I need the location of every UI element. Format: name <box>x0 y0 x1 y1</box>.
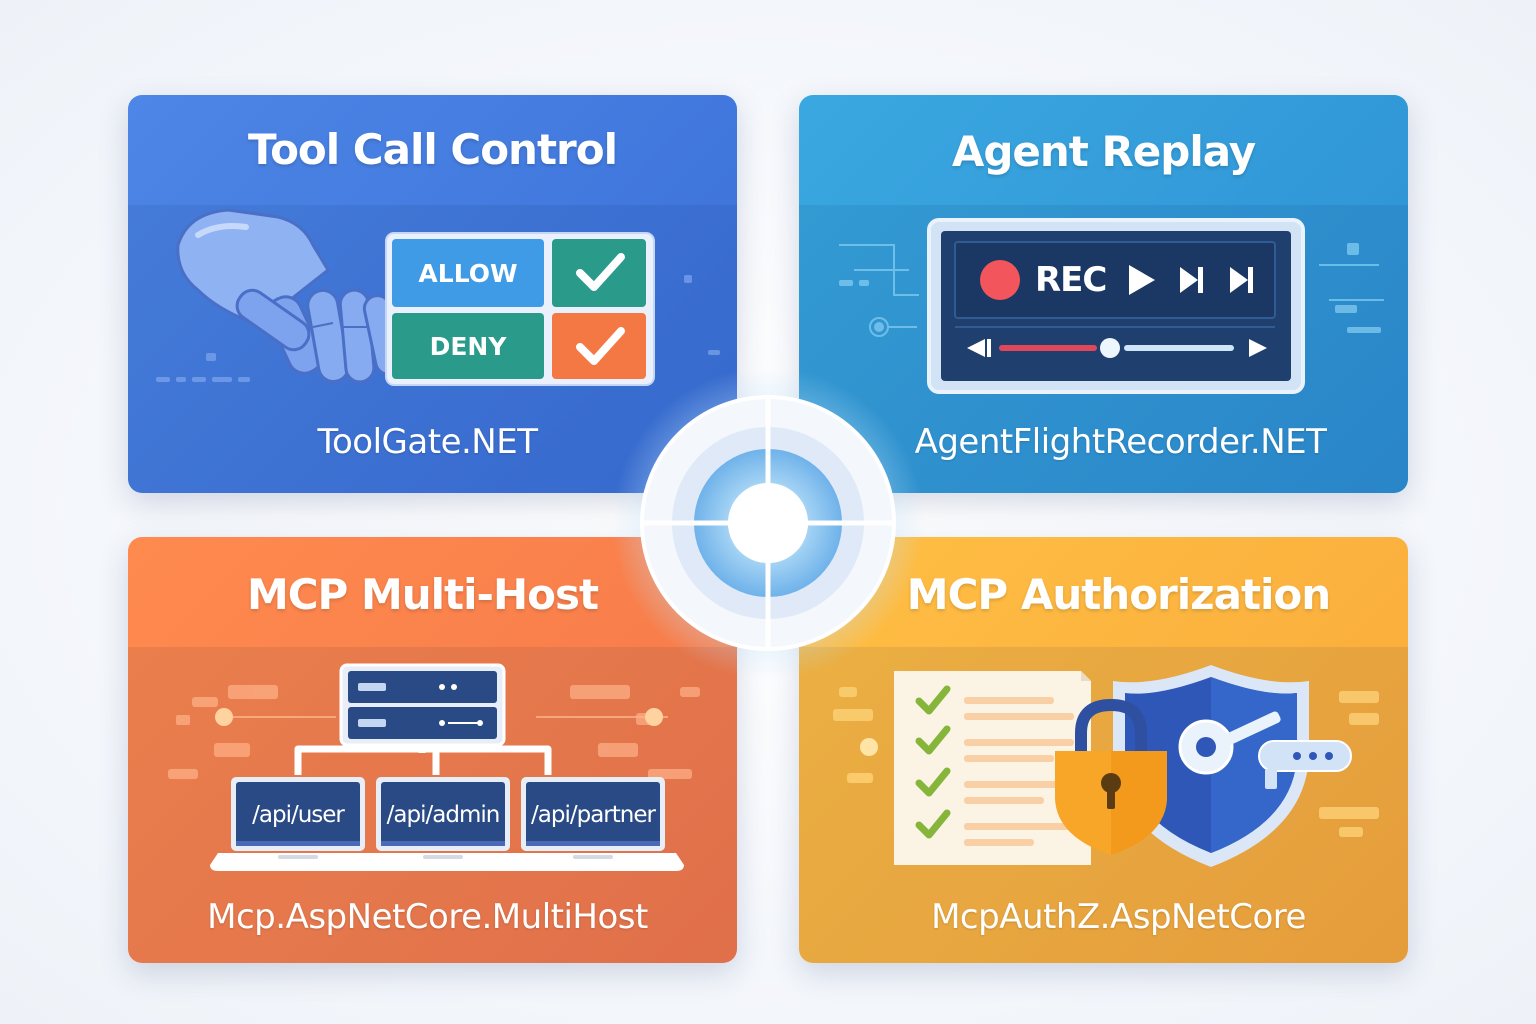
route-label-user: /api/user <box>252 802 345 828</box>
tool-illustration <box>156 208 720 386</box>
allow-label: ALLOW <box>418 258 518 288</box>
rewind-icon <box>967 339 991 357</box>
laptop-icon <box>210 777 386 871</box>
play-icon <box>1129 265 1155 295</box>
multi-host-illustration <box>168 663 700 871</box>
skip-end-icon <box>1230 267 1253 293</box>
tool-call-control-card: Tool Call Control <box>128 95 737 493</box>
allow-check-icon <box>576 253 625 291</box>
route-label-admin: /api/admin <box>386 802 501 828</box>
deny-box <box>392 313 544 379</box>
forward-icon <box>1249 339 1267 357</box>
server-icon <box>339 663 506 747</box>
skip-icon <box>1180 267 1203 293</box>
card-title: Agent Replay <box>951 127 1256 176</box>
record-dot-icon <box>980 260 1020 300</box>
laptop-icon <box>356 777 530 871</box>
replay-illustration <box>839 218 1384 394</box>
rec-label: REC <box>1035 260 1107 300</box>
key-icon <box>1178 711 1352 789</box>
checklist-icon <box>894 671 1091 865</box>
center-hub <box>610 365 926 681</box>
card-subtitle: Mcp.AspNetCore.MultiHost <box>207 897 648 937</box>
card-subtitle: McpAuthZ.AspNetCore <box>931 897 1306 937</box>
deny-check-icon <box>576 327 625 365</box>
card-title: MCP Multi-Host <box>246 570 599 619</box>
deny-label: DENY <box>429 331 507 361</box>
allow-box <box>392 239 544 307</box>
mcp-multi-host-card: MCP Multi-Host <box>128 537 737 963</box>
card-title: Tool Call Control <box>248 125 618 174</box>
agent-replay-card: Agent Replay <box>799 95 1408 493</box>
card-title: MCP Authorization <box>906 570 1331 619</box>
laptop-icon <box>500 777 684 871</box>
mcp-authorization-card: MCP Authorization <box>799 537 1408 963</box>
card-subtitle: AgentFlightRecorder.NET <box>914 422 1327 462</box>
padlock-icon <box>1055 698 1167 855</box>
robot-hand-icon <box>176 208 404 384</box>
hub-rings-icon <box>612 367 924 679</box>
card-subtitle: ToolGate.NET <box>317 422 538 462</box>
route-label-partner: /api/partner <box>531 802 656 828</box>
authorization-illustration <box>833 665 1379 867</box>
